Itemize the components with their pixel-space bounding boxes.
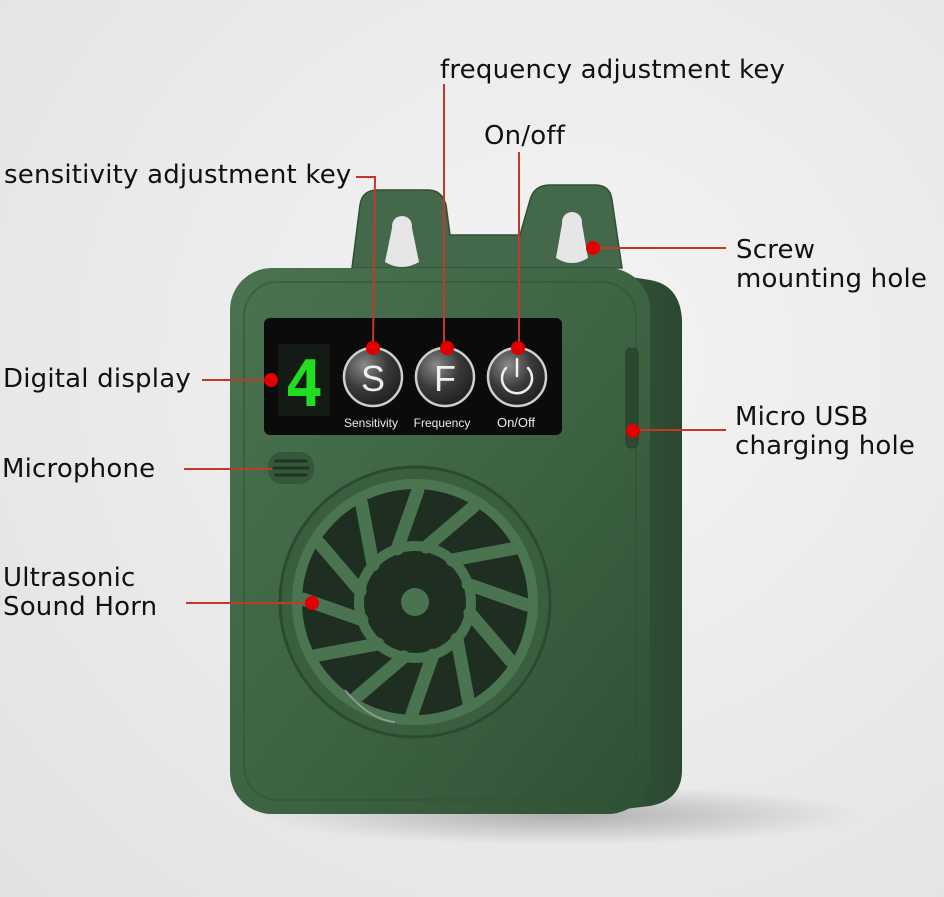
svg-text:S: S [361, 358, 385, 399]
frequency-button[interactable]: F Frequency [414, 346, 476, 430]
frequency-caption: Frequency [414, 416, 471, 430]
label-digital-display: Digital display [3, 364, 191, 394]
micro-usb-charging-hole [625, 347, 639, 449]
screw-mounting-hole-left [385, 216, 419, 267]
screw-mounting-hole-right [556, 212, 588, 263]
horn-spoke [450, 632, 475, 707]
on-off-caption: On/Off [497, 415, 535, 430]
horn-spoke [419, 500, 481, 554]
label-on-off: On/off [484, 121, 566, 151]
sensitivity-caption: Sensitivity [344, 416, 398, 430]
callout-dots [264, 241, 640, 610]
leader-sensitivity [356, 176, 377, 349]
horn-spoke [310, 637, 385, 662]
horn-spoke [313, 536, 367, 598]
horn-spoke [445, 542, 520, 567]
control-panel [264, 318, 562, 435]
label-ultrasonic-sound-horn: Ultrasonic Sound Horn [3, 563, 158, 622]
display-digit: 4 [285, 348, 324, 422]
horn-spoke [461, 577, 534, 612]
horn-spoke [405, 648, 440, 721]
mounting-bracket [351, 184, 623, 269]
horn-spoke [355, 497, 380, 572]
label-frequency-adjustment-key: frequency adjustment key [440, 55, 786, 85]
microphone-grille [268, 452, 314, 484]
horn-spoke [390, 483, 425, 556]
leader-lines [184, 84, 726, 604]
sensitivity-button[interactable]: S Sensitivity [342, 346, 404, 430]
label-sensitivity-adjustment-key: sensitivity adjustment key [4, 160, 352, 190]
label-screw-mounting-hole: Screw mounting hole [736, 235, 928, 294]
svg-text:F: F [434, 358, 456, 399]
horn-spoke [463, 606, 517, 668]
power-icon [500, 357, 534, 395]
ultrasonic-sound-horn [278, 465, 552, 739]
horn-spoke [349, 650, 411, 704]
label-microphone: Microphone [2, 454, 156, 484]
label-micro-usb-charging-hole: Micro USB charging hole [735, 402, 916, 461]
digital-display: 4 [278, 344, 330, 422]
